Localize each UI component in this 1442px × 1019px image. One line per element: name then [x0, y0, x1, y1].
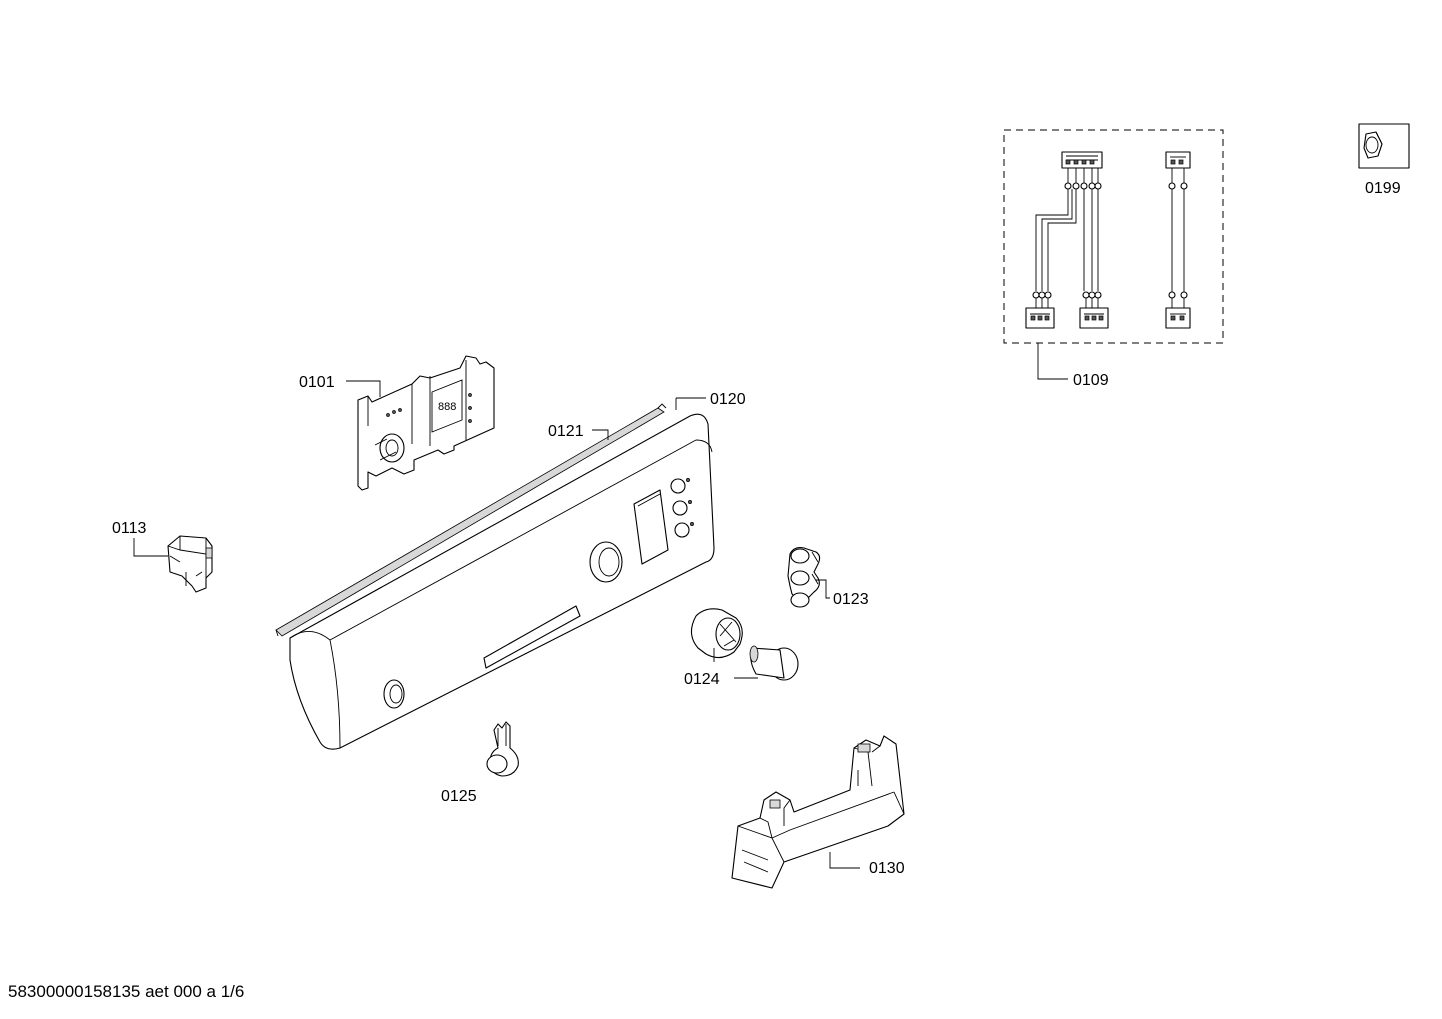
document-id: 58300000158135 aet 000 a 1/6 [8, 982, 244, 1001]
part-0109-cable-harness[interactable] [1003, 129, 1224, 344]
label-0109: 0109 [1073, 372, 1109, 389]
label-0113: 0113 [112, 520, 147, 537]
label-0121: 0121 [548, 423, 584, 440]
label-0199: 0199 [1365, 180, 1401, 197]
part-0120-facia-panel[interactable] [289, 413, 715, 750]
part-0199-nut[interactable] [1358, 123, 1410, 169]
label-0125: 0123 [833, 591, 869, 608]
part-0130-bracket-cover[interactable] [731, 735, 905, 889]
label-0130: 0130 [869, 860, 905, 877]
label-0101: 0101 [299, 374, 335, 391]
label-0120: 0120 [710, 391, 746, 408]
part-0123-push-button[interactable] [486, 721, 519, 777]
part-0124-knob[interactable] [690, 608, 799, 681]
part-0125-button-set[interactable] [787, 547, 821, 608]
svg-text:888: 888 [438, 401, 456, 413]
label-0124: 0124 [684, 671, 720, 688]
part-0121-seal-strip[interactable] [275, 403, 667, 637]
label-0123: 0125 [441, 788, 477, 805]
part-0101-control-module[interactable]: 888 [357, 355, 495, 491]
part-0113-switch[interactable] [167, 535, 213, 593]
